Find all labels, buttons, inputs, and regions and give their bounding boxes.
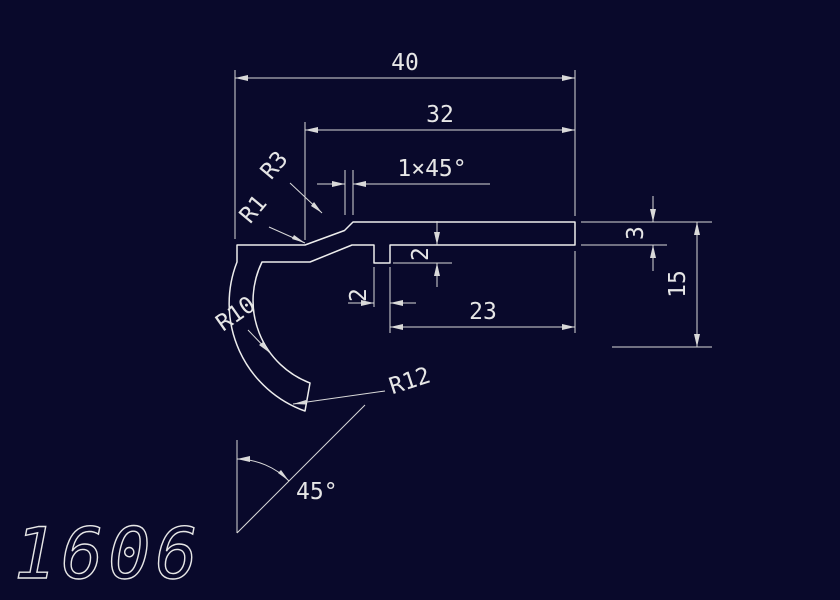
dim-3: 3 [581, 196, 712, 271]
arrowhead [562, 127, 575, 133]
dim-chamfer: 1×45° [317, 156, 490, 215]
dim-r10: R10 [212, 292, 271, 354]
arrowhead [650, 209, 656, 222]
dim-r1: R1 [235, 191, 306, 244]
r3-label: R3 [256, 147, 294, 185]
arrowhead [562, 324, 575, 330]
leader-line [292, 390, 386, 405]
arrowhead [259, 342, 270, 353]
dim-2-depth: 2 [393, 221, 452, 287]
arrowhead [694, 222, 700, 235]
arrowhead [332, 181, 345, 187]
dim-32: 32 [304, 102, 575, 240]
arrowhead [305, 127, 318, 133]
arrowhead [562, 75, 575, 81]
arrowhead [278, 470, 289, 481]
dim-23-label: 23 [469, 299, 497, 325]
arrowhead [293, 400, 306, 405]
arrowhead [237, 456, 250, 462]
dim-45deg: 45° [236, 404, 366, 534]
arrowhead [694, 334, 700, 347]
chamfer-label: 1×45° [397, 156, 466, 182]
angle-ray [236, 404, 366, 534]
dim-32-label: 32 [426, 102, 454, 128]
part-number: 1606 [14, 513, 203, 595]
r12-label: R12 [386, 363, 434, 401]
dim-r12: R12 [292, 363, 434, 405]
profile-outline [228, 221, 576, 412]
dim-15: 15 [612, 222, 712, 348]
arrowhead [292, 235, 305, 243]
dim-2-width: 2 [346, 267, 416, 333]
arrowhead [390, 300, 403, 306]
angle-label: 45° [296, 479, 338, 505]
dim-23: 23 [390, 251, 576, 333]
arrowhead [311, 202, 322, 213]
dim-3-label: 3 [623, 226, 649, 240]
arrowhead [434, 263, 440, 276]
r1-label: R1 [235, 191, 273, 229]
arrowhead [434, 232, 440, 245]
dim-15-label: 15 [665, 270, 691, 298]
dim-2-depth-label: 2 [408, 247, 434, 261]
arrowhead [353, 181, 366, 187]
arrowhead [235, 75, 248, 81]
arrowhead [650, 245, 656, 258]
arrowhead [390, 324, 403, 330]
arrowhead [361, 300, 374, 306]
dim-40: 40 [234, 50, 576, 239]
dim-40-label: 40 [391, 50, 419, 76]
angle-arc [236, 458, 290, 482]
profile [228, 221, 576, 412]
dim-2-width-label: 2 [346, 288, 372, 302]
